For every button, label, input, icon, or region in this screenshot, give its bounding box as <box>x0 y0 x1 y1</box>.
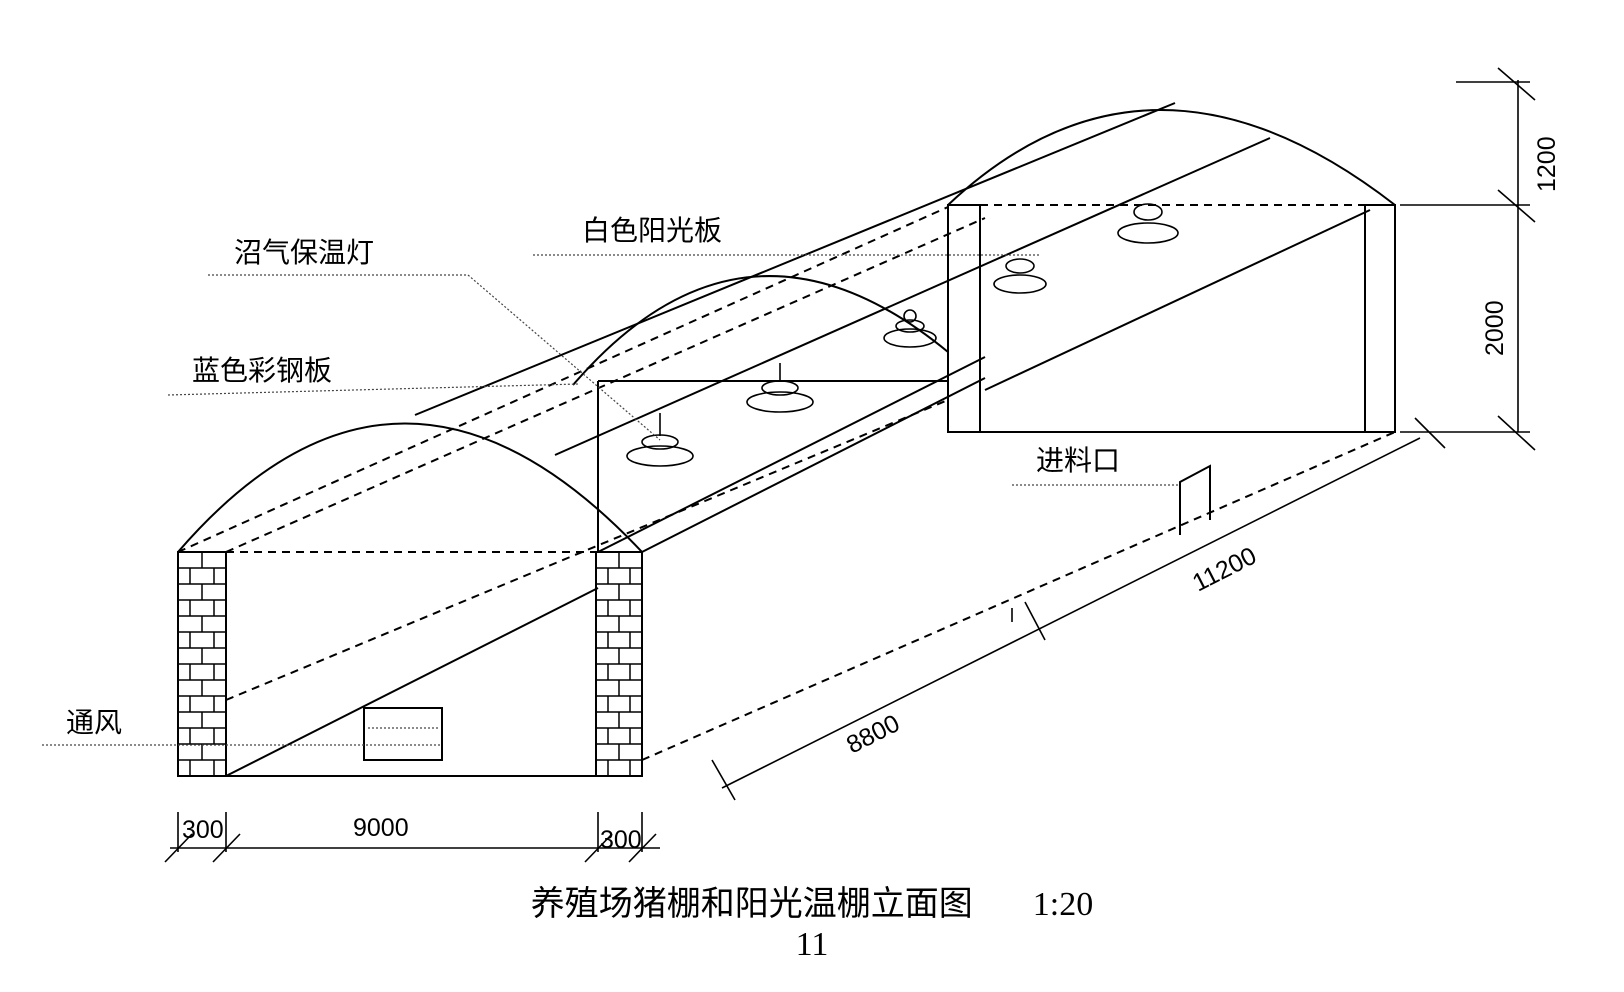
bottom-dimension-line <box>164 812 660 863</box>
left-brick-wall <box>177 551 227 777</box>
label-ventilation: 通风 <box>66 706 122 739</box>
height-dimension-line <box>1400 67 1536 451</box>
dim-length-total: 11200 <box>1188 542 1261 598</box>
caption-scale: 1:20 <box>1032 886 1094 923</box>
page-number: 11 <box>795 926 829 963</box>
dim-wall-right: 300 <box>600 826 642 854</box>
right-brick-wall <box>595 551 643 777</box>
label-blue-steel: 蓝色彩钢板 <box>192 354 332 387</box>
front-end-frame <box>177 422 643 777</box>
length-dimension-line <box>711 417 1446 801</box>
biogas-lamp <box>626 413 694 467</box>
feed-port <box>1179 464 1211 535</box>
biogas-lamp <box>1117 203 1179 244</box>
longitudinal-edges <box>177 102 1396 777</box>
leader-lines <box>42 254 1178 746</box>
label-biogas-lamp: 沼气保温灯 <box>234 236 374 269</box>
caption-title: 养殖场猪棚和阳光温棚立面图 <box>530 886 973 923</box>
dim-wall-height: 2000 <box>1481 300 1509 356</box>
dim-span: 9000 <box>353 814 409 842</box>
figure-caption: 养殖场猪棚和阳光温棚立面图 1:20 <box>0 876 1624 925</box>
biogas-lamp <box>993 258 1047 294</box>
dim-length-front: 8800 <box>842 709 904 759</box>
dim-arch-height: 1200 <box>1533 136 1561 192</box>
rear-greenhouse-block <box>947 109 1396 433</box>
label-white-panel: 白色阳光板 <box>582 214 722 247</box>
label-feed-port: 进料口 <box>1036 444 1120 477</box>
ventilation-window <box>363 707 443 761</box>
dim-wall-left: 300 <box>182 816 224 844</box>
biogas-lamp <box>746 363 814 413</box>
biogas-lamp <box>883 309 937 348</box>
